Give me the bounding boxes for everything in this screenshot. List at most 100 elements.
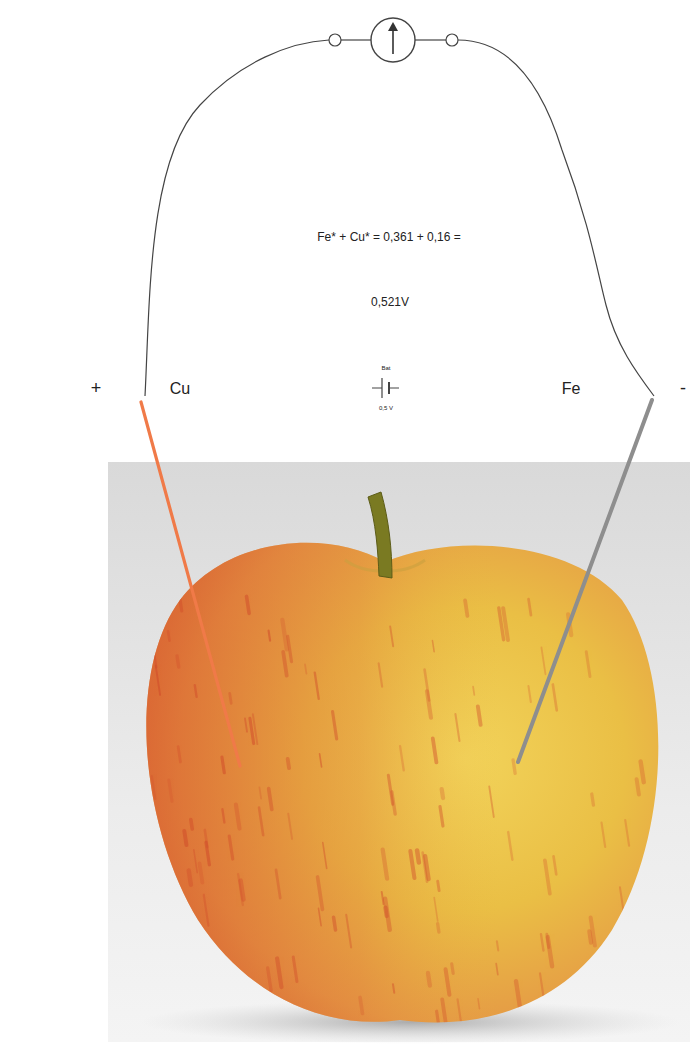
- apple-streak: [591, 918, 595, 946]
- battery-value: 0,5 V: [379, 405, 393, 412]
- apple-streak: [200, 863, 203, 882]
- apple-streak: [528, 686, 530, 702]
- apple-streak: [177, 949, 181, 974]
- apple-streak: [637, 779, 639, 794]
- apple-streak: [383, 850, 387, 879]
- wire: [145, 40, 329, 396]
- apple-streak: [455, 714, 459, 741]
- apple-streak: [385, 899, 390, 930]
- apple-streak: [151, 911, 155, 935]
- apple-streak: [150, 984, 152, 1000]
- apple-streak: [154, 561, 158, 591]
- apple-streak: [346, 915, 351, 948]
- apple-streak: [305, 664, 306, 673]
- apple-streak: [238, 874, 243, 905]
- apple-streak: [497, 941, 498, 950]
- apple-streak: [489, 786, 494, 817]
- apple-streak: [438, 924, 439, 932]
- apple-streak: [288, 759, 289, 768]
- apple-streak: [229, 836, 232, 859]
- apple-streak: [184, 831, 186, 845]
- apple-streak: [268, 968, 271, 991]
- apple-streak: [245, 719, 247, 732]
- apple-streak: [241, 881, 244, 900]
- apple-streak: [333, 711, 337, 739]
- wire: [341, 39, 371, 40]
- apple-streak: [547, 934, 549, 947]
- apple-streak: [610, 999, 611, 1008]
- apple-streak: [641, 762, 644, 783]
- apple-streak: [277, 958, 281, 987]
- apple-stem: [368, 492, 392, 578]
- apple-streak: [219, 1018, 220, 1027]
- apple-streak: [465, 600, 467, 615]
- apple-streak: [259, 787, 261, 798]
- apple-streak: [222, 809, 224, 822]
- apple-streak: [540, 973, 544, 1000]
- apple-streak: [602, 823, 606, 847]
- formula-text: Fe* + Cu* = 0,361 + 0,16 =: [317, 231, 460, 244]
- apple-streak: [169, 780, 172, 801]
- apple-streak: [400, 746, 404, 770]
- wire: [458, 40, 654, 396]
- electrode-name: Fe: [562, 380, 581, 398]
- battery-symbol: [381, 378, 382, 398]
- apple-streak: [161, 852, 164, 870]
- apple-streak: [434, 897, 438, 921]
- apple-streak: [180, 596, 182, 611]
- apple-streaks: [150, 561, 644, 1050]
- apple-streak: [177, 656, 179, 667]
- apple-streak: [206, 842, 209, 864]
- apple-streak: [478, 999, 479, 1009]
- apple-streak: [150, 844, 152, 858]
- apple-streak: [269, 789, 272, 810]
- apple-streak: [230, 693, 231, 703]
- terminal: [446, 34, 458, 46]
- apple-streak: [427, 691, 431, 718]
- apple-streak: [508, 832, 512, 860]
- apple-streak: [417, 850, 419, 862]
- apple-streak: [276, 870, 280, 898]
- copper-electrode: [141, 402, 240, 766]
- apple-streak: [425, 856, 428, 879]
- wire: [415, 39, 446, 40]
- apple-streak: [150, 838, 155, 871]
- apple-streak: [385, 908, 386, 916]
- apple-streak: [152, 947, 154, 958]
- apple-streak: [151, 826, 155, 855]
- ammeter-needle-head: [388, 22, 398, 31]
- apple-streak: [473, 687, 474, 695]
- apple-streak: [204, 895, 209, 926]
- polarity-sign: +: [91, 379, 102, 399]
- apple-streak: [150, 563, 153, 582]
- apple-streak: [282, 620, 286, 650]
- apple-streak: [393, 984, 394, 993]
- apple-streak: [410, 851, 414, 878]
- apple-streak: [320, 754, 322, 767]
- apple-streak: [541, 648, 545, 675]
- apple-streak: [458, 999, 462, 1027]
- apple-streak: [544, 1017, 549, 1050]
- polarity-sign: -: [680, 379, 686, 399]
- apple-streak: [293, 957, 297, 982]
- apple-streak: [152, 776, 155, 799]
- apple-streak: [589, 967, 594, 998]
- apple-streak: [259, 808, 263, 836]
- apple-streak: [589, 931, 591, 942]
- apple-streak: [442, 999, 445, 1021]
- apple-streak: [247, 596, 250, 613]
- apple-streak: [432, 641, 434, 652]
- apple-streak: [390, 626, 393, 646]
- apple-streak: [571, 995, 574, 1015]
- apple-streak: [620, 928, 624, 953]
- apple-streak: [440, 807, 443, 827]
- apple-streak: [288, 814, 292, 839]
- battery-symbol: [372, 388, 382, 389]
- apple-streak: [603, 960, 608, 993]
- apple-streak: [195, 685, 197, 697]
- apple-streak: [250, 718, 254, 743]
- apple-streak: [156, 666, 160, 695]
- apple-streak: [545, 860, 550, 893]
- apple-streak: [442, 789, 443, 798]
